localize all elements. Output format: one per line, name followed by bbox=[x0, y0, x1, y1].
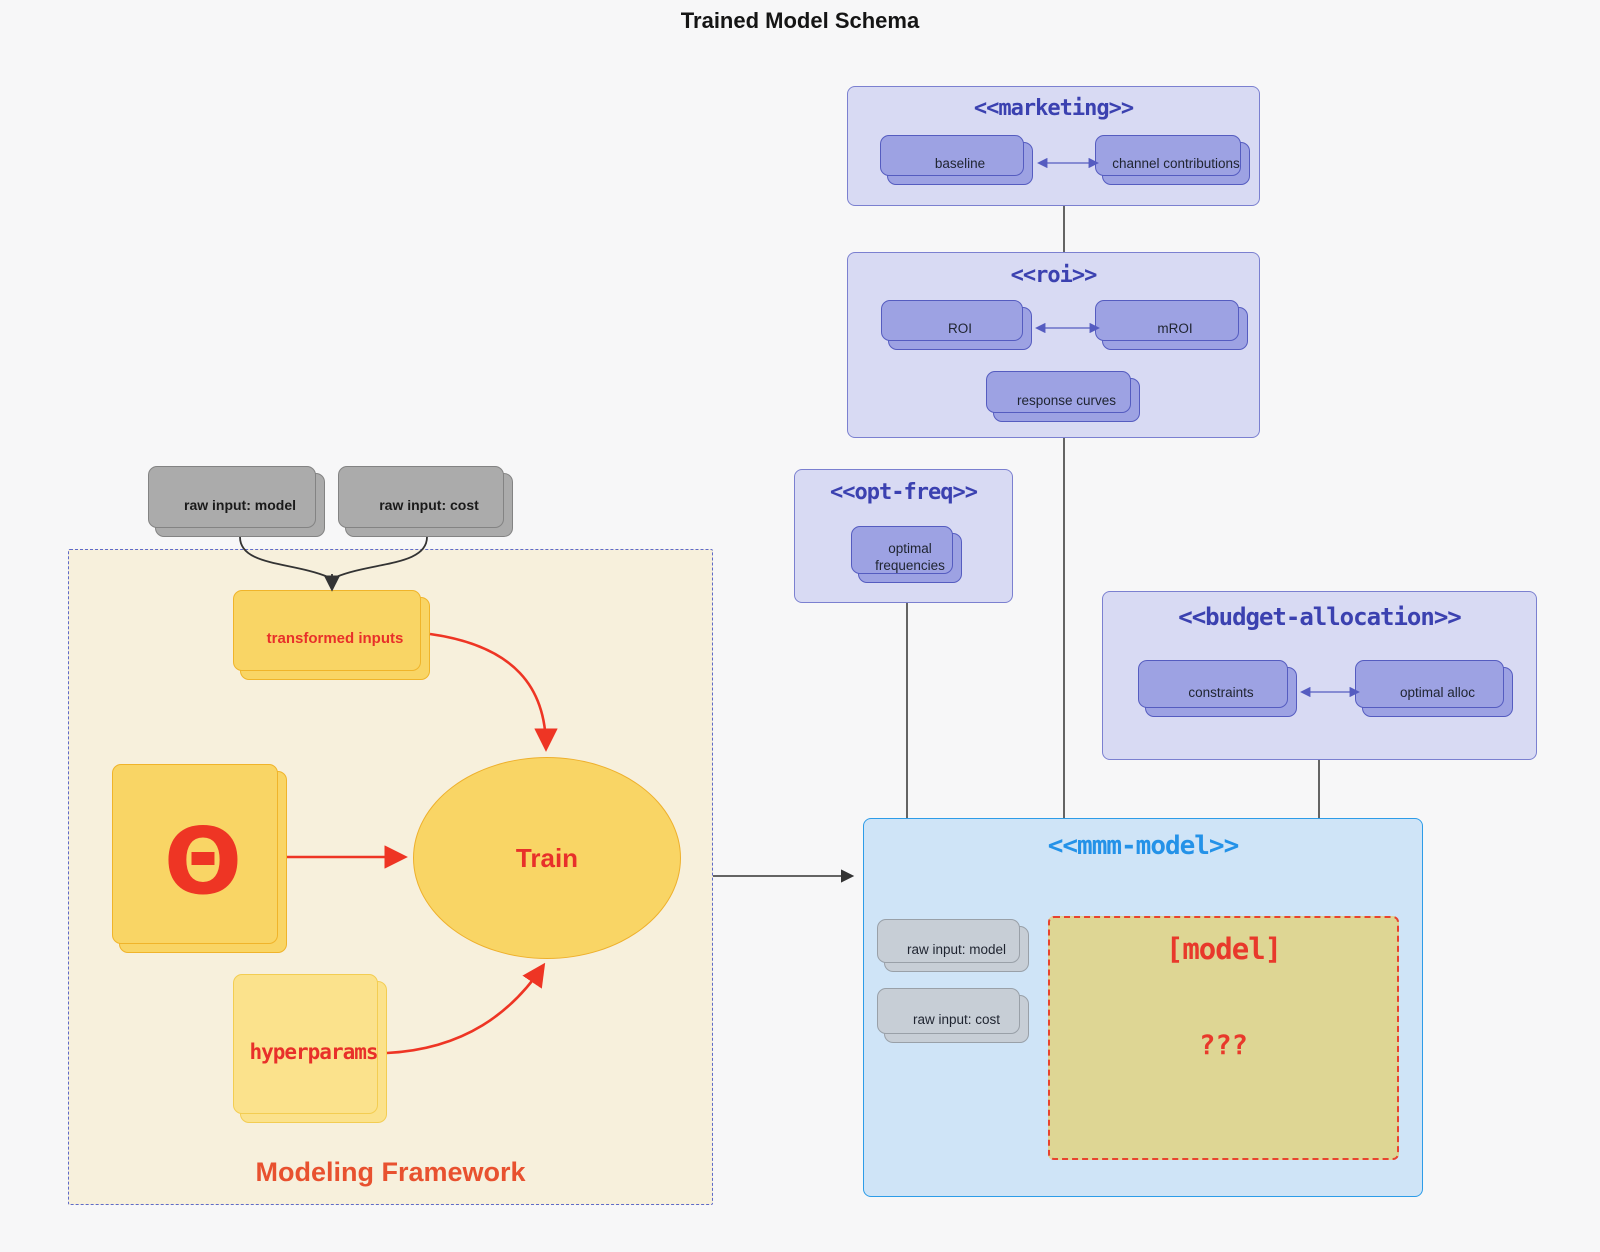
group-opt-freq-title: <<opt-freq>> bbox=[830, 480, 978, 505]
node-constraints-label: constraints bbox=[1188, 684, 1254, 700]
node-train-label: Train bbox=[515, 842, 579, 873]
node-response-curves: response curves bbox=[986, 371, 1140, 422]
model-box-question-marks: ??? bbox=[1199, 1030, 1248, 1061]
node-raw-input-model: raw input: model bbox=[148, 466, 325, 537]
node-mmm-raw-input-model-label: raw input: model bbox=[906, 941, 1007, 957]
node-response-curves-label: response curves bbox=[1016, 392, 1117, 408]
modeling-framework-label: Modeling Framework bbox=[255, 1157, 526, 1187]
node-optimal-alloc-label: optimal alloc bbox=[1399, 684, 1476, 700]
node-transformed-inputs: transformed inputs bbox=[233, 590, 430, 680]
node-mmm-raw-input-model: raw input: model bbox=[877, 919, 1029, 972]
node-baseline-label: baseline bbox=[934, 156, 986, 171]
node-optimal-alloc: optimal alloc bbox=[1355, 660, 1513, 717]
node-train: Train bbox=[413, 757, 681, 959]
node-hyperparams: hyperparams bbox=[233, 974, 387, 1123]
node-raw-input-model-label: raw input: model bbox=[184, 497, 296, 513]
node-optimal-frequencies-label: optimal frequencies bbox=[875, 541, 945, 573]
node-theta: Θ bbox=[112, 764, 287, 953]
node-channel-contributions-label: channel contributions bbox=[1112, 156, 1240, 171]
node-mroi-label: mROI bbox=[1157, 321, 1193, 336]
node-raw-input-cost-label: raw input: cost bbox=[379, 497, 479, 513]
theta-symbol: Θ bbox=[163, 808, 243, 915]
node-transformed-inputs-label: transformed inputs bbox=[266, 630, 404, 647]
node-optimal-frequencies: optimal frequencies bbox=[851, 526, 962, 583]
model-box-title: [model] bbox=[1165, 932, 1282, 966]
group-marketing-title: <<marketing>> bbox=[973, 96, 1134, 121]
group-mmm-model-title: <<mmm-model>> bbox=[1047, 831, 1240, 861]
node-baseline: baseline bbox=[880, 135, 1033, 185]
group-budget-allocation-title: <<budget-allocation>> bbox=[1178, 603, 1461, 631]
node-model-placeholder-box: [model] ??? bbox=[1048, 916, 1399, 1160]
node-mmm-raw-input-cost-label: raw input: cost bbox=[912, 1011, 1001, 1027]
node-hyperparams-label: hyperparams bbox=[249, 1040, 378, 1064]
node-channel-contributions: channel contributions bbox=[1095, 135, 1250, 185]
node-roi: ROI bbox=[881, 300, 1032, 350]
node-mroi: mROI bbox=[1095, 300, 1248, 350]
node-roi-label: ROI bbox=[947, 321, 972, 336]
node-mmm-raw-input-cost: raw input: cost bbox=[877, 988, 1029, 1043]
group-roi-title: <<roi>> bbox=[1010, 263, 1098, 288]
diagram-title: Trained Model Schema bbox=[680, 8, 920, 33]
node-raw-input-cost: raw input: cost bbox=[338, 466, 513, 537]
node-constraints: constraints bbox=[1138, 660, 1297, 717]
